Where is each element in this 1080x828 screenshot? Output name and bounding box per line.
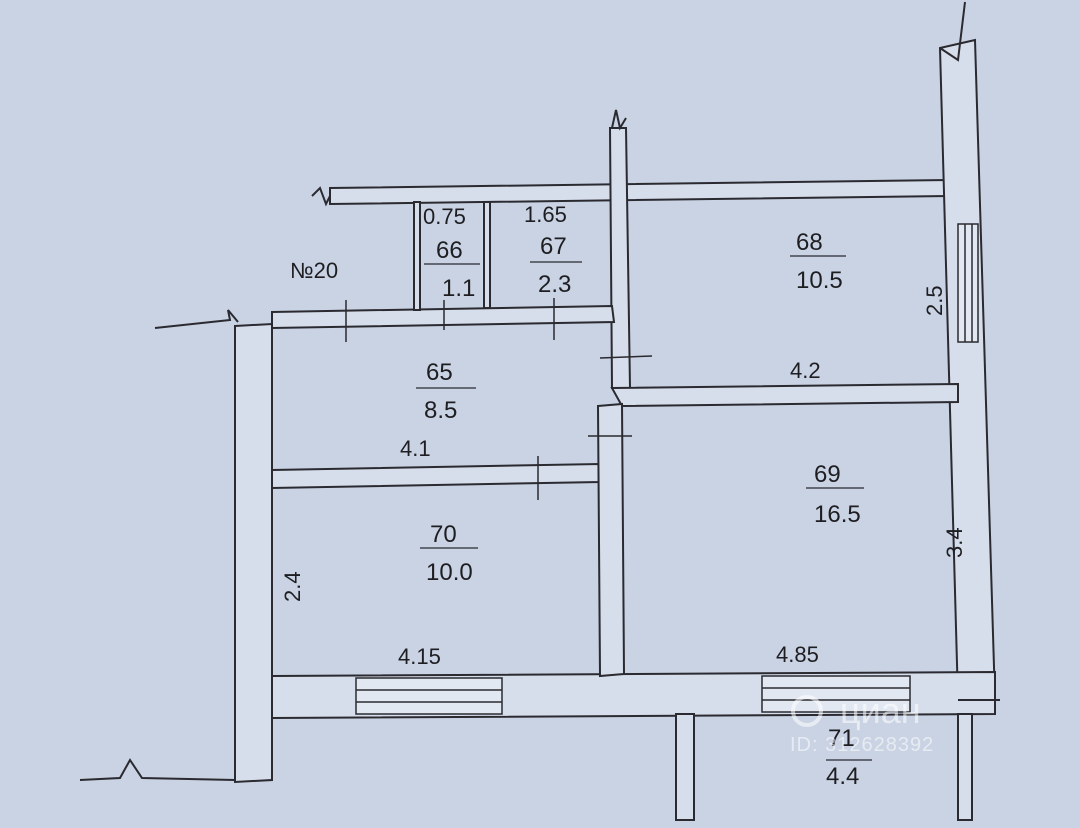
outline [79,1,1000,781]
cian-logo-icon [791,695,823,727]
room-69-area: 16.5 [814,501,861,528]
window-room-69 [761,675,911,713]
room-69-number: 69 [814,461,841,488]
room-70-depth: 2.4 [280,571,305,602]
room-67-area: 2.3 [538,271,571,298]
break-line-partition [611,109,627,131]
door-68 [599,355,653,359]
partition-68-69 [610,382,959,408]
room-67-number: 67 [540,233,567,260]
room-67-width: 1.65 [524,202,567,227]
room-66-width: 0.75 [423,204,466,229]
room-66-number: 66 [436,237,463,264]
left-exterior-wall [234,322,273,784]
partition-65-70 [271,462,601,490]
top-wall [329,178,949,206]
watermark-id: ID: 312628392 [790,734,935,756]
balcony-right-wall [957,713,973,821]
partition-66-left [413,201,421,311]
room-66-area: 1.1 [442,275,475,302]
room-65-number: 65 [426,359,453,386]
room-70-area: 10.0 [426,559,473,586]
balcony-left-wall [675,713,695,821]
room-70-width: 4.15 [398,644,441,669]
window-room-68 [957,223,979,343]
partition-67-68 [608,127,632,389]
room-68-width: 4.2 [790,358,821,383]
window-room-70 [355,677,503,715]
right-exterior-wall [938,38,997,701]
door-marks [345,298,653,500]
apartment-label: №20 [290,258,338,283]
room-69-depth: 3.4 [942,527,967,558]
partition-65-top [271,304,616,330]
break-line-top [311,186,331,207]
watermark: циан ID: 312628392 [790,690,980,760]
fraction-bars [416,255,872,761]
room-70-number: 70 [430,521,457,548]
room-69-width: 4.85 [776,642,819,667]
partition-70-69 [596,402,626,678]
room-65-area: 8.5 [424,397,457,424]
room-68-area: 10.5 [796,267,843,294]
room-68-number: 68 [796,229,823,256]
break-line-left [154,309,239,329]
room-68-depth: 2.5 [922,285,947,316]
watermark-brand: циан [840,690,921,731]
partition-66-67 [483,201,491,309]
break-line-bottom [79,758,236,781]
room-71-area: 4.4 [826,763,859,790]
room-71-number: 71 [828,725,855,752]
windows [355,223,979,715]
room-65-width: 4.1 [400,436,431,461]
break-line-right [939,1,966,62]
